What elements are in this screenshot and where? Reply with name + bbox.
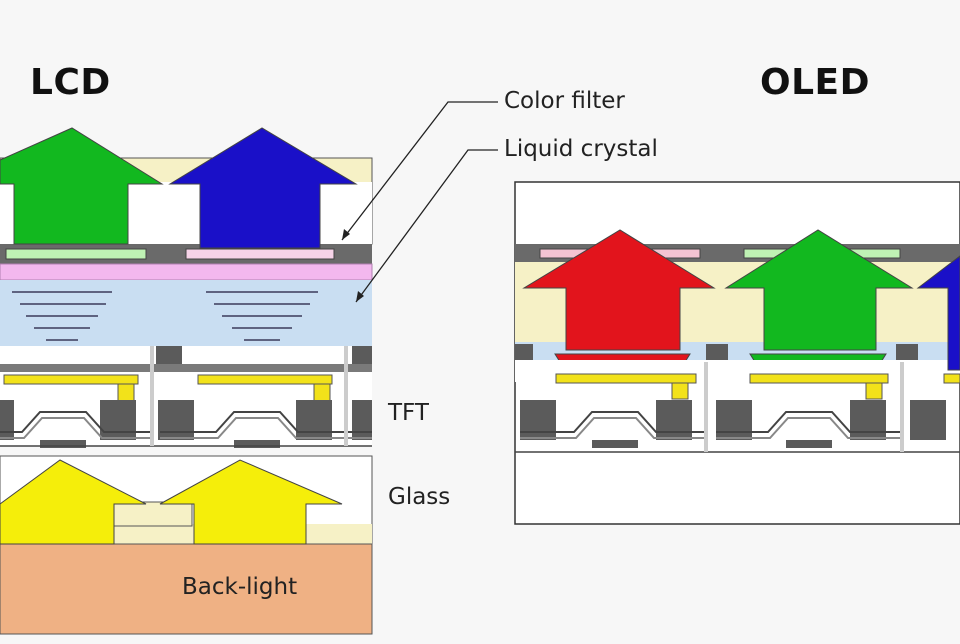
lcd-polarizer <box>0 263 373 281</box>
lcd-green-light-arrow <box>0 127 164 245</box>
oled-tft-transistors <box>520 400 946 448</box>
lcd-crystal-lines <box>12 291 318 341</box>
lcd-spacer-b <box>352 346 372 364</box>
lcd-color-filter-pink <box>185 248 335 260</box>
oled-stack <box>514 181 960 525</box>
oled-blue-light-arrow <box>916 255 960 371</box>
oled-title: OLED <box>760 62 871 103</box>
lcd-stack <box>0 127 373 635</box>
label-leader-lines <box>341 101 498 303</box>
lcd-pixel-electrode-a <box>3 374 139 385</box>
lcd-title: LCD <box>30 62 111 103</box>
lcd-backlight-layer <box>0 543 373 635</box>
lcd-color-filter-green <box>5 248 147 260</box>
glass-label: Glass <box>388 484 451 510</box>
tft-label: TFT <box>388 400 429 426</box>
oled-pixel-electrode-b <box>749 373 889 384</box>
lcd-pixel-electrode-b <box>197 374 333 385</box>
lcd-backlight-arrow-2 <box>159 459 343 545</box>
lcd-liquid-crystal-layer <box>0 280 372 346</box>
liquid-crystal-label: Liquid crystal <box>504 136 658 162</box>
lcd-alignment-layer <box>0 364 372 372</box>
color-filter-label: Color filter <box>504 88 625 114</box>
oled-red-light-arrow <box>522 229 716 351</box>
lcd-tft-transistors <box>0 400 372 448</box>
lcd-blue-light-arrow <box>168 127 358 249</box>
backlight-label: Back-light <box>182 574 298 600</box>
lcd-backlight-arrow-1 <box>0 459 147 545</box>
oled-pixel-electrode-a <box>555 373 697 384</box>
oled-green-light-arrow <box>724 229 914 351</box>
lcd-spacer-a <box>156 346 182 364</box>
